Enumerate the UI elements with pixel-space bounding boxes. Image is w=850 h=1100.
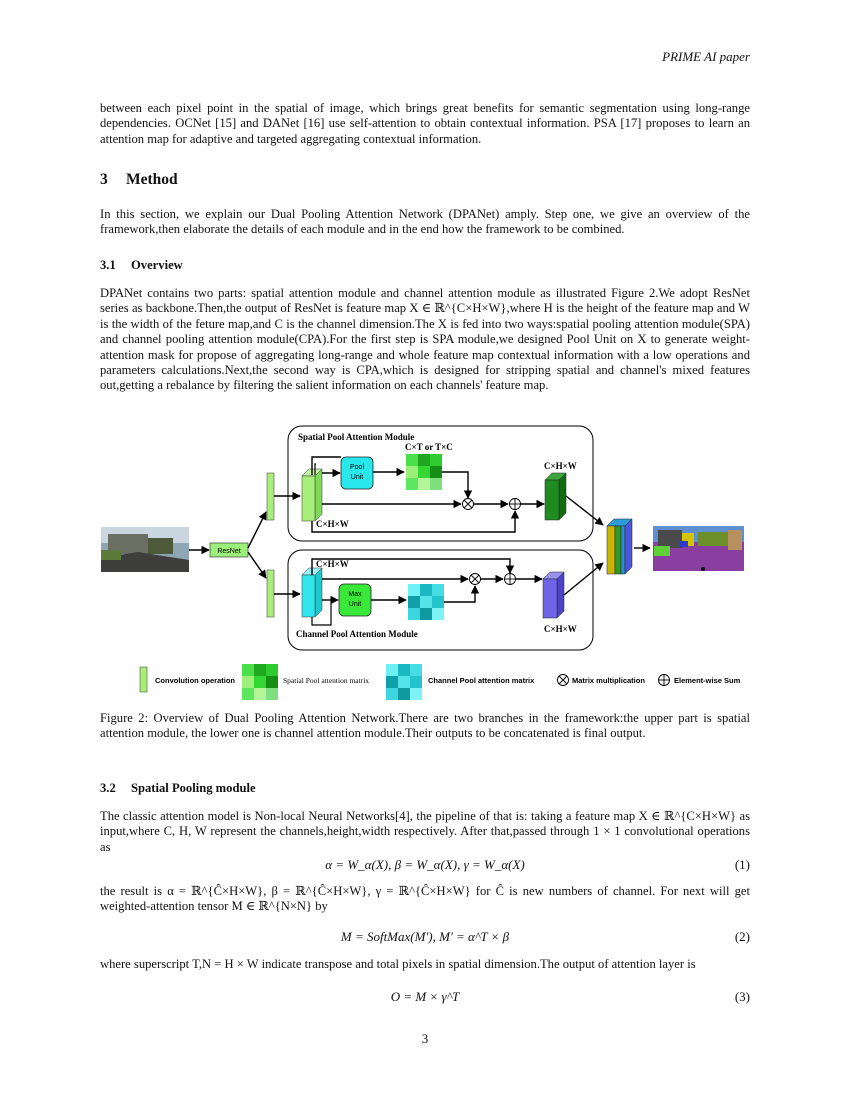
equation-3-formula: O = M × γ^T xyxy=(390,989,460,1004)
cpa-module-box xyxy=(287,549,594,651)
cpa-sum-operator xyxy=(504,573,516,585)
max-unit xyxy=(338,583,372,617)
chw-cpa-top: C×H×W xyxy=(316,559,349,569)
max-unit-label-2: Unit xyxy=(349,601,362,608)
pool-unit-label-1: Pool xyxy=(350,464,364,471)
spatial-paragraph: The classic attention model is Non-local… xyxy=(100,809,750,854)
legend-matmul-icon xyxy=(557,674,569,686)
section-title: Method xyxy=(126,171,178,188)
equation-1-tag: (1) xyxy=(734,857,750,872)
cpa-feature-cube xyxy=(301,567,323,618)
max-unit-label-1: Max xyxy=(348,591,362,598)
pool-unit-label-2: Unit xyxy=(351,474,364,481)
spa-output-cube xyxy=(544,472,567,521)
section-3-1-heading: 3.1 Overview xyxy=(100,258,183,273)
legend-channel-matrix-swatch xyxy=(386,664,422,700)
section-title: Spatial Pooling module xyxy=(131,781,256,795)
spa-module-box xyxy=(287,425,594,542)
section-number: 3 xyxy=(100,171,108,188)
ct-label: C×T or T×C xyxy=(405,442,453,452)
section-3-heading: 3 Method xyxy=(100,171,178,189)
page-number: 3 xyxy=(421,1031,429,1046)
section-number: 3.1 xyxy=(100,258,116,272)
conv-bar-top xyxy=(266,472,275,521)
figure-caption: Figure 2: Overview of Dual Pooling Atten… xyxy=(100,711,750,741)
cpa-output-cube xyxy=(542,571,565,619)
legend-sum-icon xyxy=(658,674,670,686)
overview-paragraph: DPANet contains two parts: spatial atten… xyxy=(100,286,750,393)
after-eq2-paragraph: where superscript T,N = H × W indicate t… xyxy=(100,957,696,971)
chw-cpa-bottom: C×H×W xyxy=(544,624,577,634)
method-paragraph: In this section, we explain our Dual Poo… xyxy=(100,207,750,237)
spa-sum-operator xyxy=(509,498,521,510)
cpa-title: Channel Pool Attention Module xyxy=(296,629,418,639)
cpa-matmul-operator xyxy=(469,573,481,585)
legend-spatial-matrix-swatch xyxy=(242,664,278,700)
channel-attention-matrix xyxy=(408,584,444,620)
spa-matmul-operator xyxy=(462,498,474,510)
legend-conv-swatch xyxy=(139,666,148,693)
legend-conv-label: Convolution operation xyxy=(155,676,235,685)
running-header: PRIME AI paper xyxy=(662,49,750,64)
resnet-label: ResNet xyxy=(217,548,240,555)
chw-spa-bottom: C×H×W xyxy=(316,519,349,529)
spa-title: Spatial Pool Attention Module xyxy=(298,432,414,442)
equation-3-tag: (3) xyxy=(734,989,750,1004)
spatial-attention-matrix xyxy=(406,454,442,490)
chw-spa-top: C×H×W xyxy=(544,461,577,471)
section-title: Overview xyxy=(131,258,183,272)
section-3-2-heading: 3.2 Spatial Pooling module xyxy=(100,781,256,796)
resnet-block xyxy=(209,542,249,558)
legend-matmul-label: Matrix multiplication xyxy=(572,676,645,685)
legend-sum-label: Element-wise Sum xyxy=(674,676,741,685)
dpanet-architecture-figure: Spatial Pool Attention Module Channel Po… xyxy=(101,425,744,700)
concat-block xyxy=(606,518,633,575)
section-number: 3.2 xyxy=(100,781,116,795)
spa-feature-cube xyxy=(301,468,323,522)
output-segmentation-image xyxy=(653,526,744,571)
equation-1-formula: α = W_α(X), β = W_α(X), γ = W_α(X) xyxy=(325,857,525,872)
conv-bar-bottom xyxy=(266,569,275,618)
pool-unit xyxy=(340,456,374,490)
after-eq1-paragraph: the result is α = ℝ^{Ĉ×H×W}, β = ℝ^{Ĉ×H×… xyxy=(100,884,750,914)
equation-2-tag: (2) xyxy=(734,929,750,944)
equation-2-formula: M = SoftMax(M′), M′ = α^T × β xyxy=(340,929,510,944)
legend-spatial-label: Spatial Pool attention matrix xyxy=(283,676,369,685)
legend-channel-label: Channel Pool attention matrix xyxy=(428,676,535,685)
input-street-image xyxy=(101,527,189,572)
intro-paragraph: between each pixel point in the spatial … xyxy=(100,101,750,146)
